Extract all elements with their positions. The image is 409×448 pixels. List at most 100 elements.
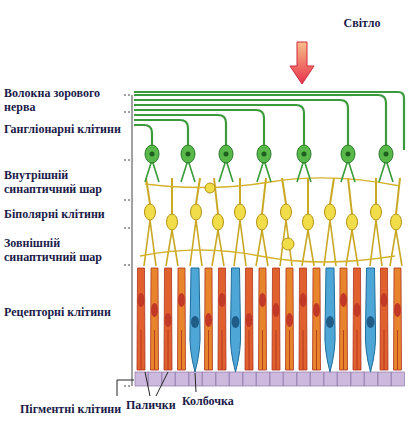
bipolar-cell: [325, 204, 336, 220]
ganglion-nucleus: [224, 152, 229, 157]
layer-tick: [124, 160, 132, 161]
rod-nucleus: [354, 303, 361, 317]
pigment-cell: [365, 372, 378, 386]
rod-cell: [394, 268, 402, 370]
rod-cell: [259, 268, 267, 370]
leader-line: [195, 373, 196, 392]
bipolar-cell: [191, 204, 202, 220]
rod-cell: [205, 268, 213, 370]
bipolar-axon: [348, 178, 352, 214]
rod-cell: [340, 268, 348, 370]
cone-cell: [365, 268, 375, 372]
pigment-cell: [338, 372, 351, 386]
pigment-cell: [270, 372, 283, 386]
rod-cell: [313, 268, 321, 370]
cone-cell: [325, 268, 335, 372]
rod-segment: [343, 330, 344, 370]
optic-fiber: [134, 115, 226, 146]
rod-segment: [208, 330, 209, 370]
pigment-cell: [230, 372, 243, 386]
layer-label: Внутрішній синаптичний шар: [4, 168, 122, 196]
bipolar-axon: [146, 178, 150, 204]
pigment-cell: [324, 372, 337, 386]
rod-nucleus: [151, 303, 158, 317]
rod-cell: [137, 268, 145, 370]
rod-segment: [222, 330, 223, 370]
rod-nucleus: [340, 293, 347, 307]
rod-segment: [397, 330, 398, 370]
rod-nucleus: [381, 293, 388, 307]
rod-cell: [218, 268, 226, 370]
part-label: Колбочка: [182, 394, 252, 408]
optic-fiber: [134, 92, 404, 150]
rod-segment: [154, 330, 155, 370]
rod-nucleus: [259, 293, 266, 307]
bipolar-cell: [235, 204, 246, 220]
bipolar-cell: [347, 214, 358, 230]
rod-segment: [262, 330, 263, 370]
rod-segment: [141, 330, 142, 370]
optic-fiber: [134, 95, 386, 146]
rod-segment: [289, 330, 290, 370]
layer-tick: [124, 386, 132, 387]
bipolar-cell: [371, 204, 382, 220]
ganglion-cell: [257, 145, 271, 163]
bipolar-cell: [281, 204, 292, 220]
rod-segment: [168, 330, 169, 370]
bipolar-axon: [171, 178, 173, 214]
rod-segment: [276, 330, 277, 370]
rod-cell: [164, 268, 172, 370]
pigment-cell: [284, 372, 297, 386]
cone-cell: [190, 268, 200, 372]
light-arrow: [290, 42, 314, 84]
bipolar-dendrite: [234, 220, 246, 266]
ganglion-cell: [379, 145, 393, 163]
optic-fiber: [134, 105, 304, 146]
ganglion-cell: [297, 145, 311, 163]
bipolar-dendrite: [144, 220, 156, 266]
rod-cell: [245, 268, 253, 370]
pigment-cell: [216, 372, 229, 386]
bipolar-axon: [330, 178, 334, 204]
ganglion-nucleus: [186, 152, 191, 157]
bipolar-cell: [145, 204, 156, 220]
layer-label: Рецепторні клітини: [4, 305, 122, 319]
bipolar-dendrite: [324, 220, 336, 266]
rod-nucleus: [178, 293, 185, 307]
rod-nucleus: [313, 303, 320, 317]
rod-nucleus: [205, 313, 212, 327]
rod-cell: [353, 268, 361, 370]
rod-nucleus: [165, 313, 172, 327]
pigment-cell: [257, 372, 270, 386]
pigment-cell: [203, 372, 216, 386]
ganglion-cell: [341, 145, 355, 163]
rod-cell: [151, 268, 159, 370]
cone-nucleus: [232, 316, 240, 328]
cone-nucleus: [326, 316, 334, 328]
rod-nucleus: [219, 293, 226, 307]
pigment-cell: [149, 372, 162, 386]
rod-cell: [286, 268, 294, 370]
ganglion-cell: [219, 145, 233, 163]
optic-fiber: [134, 100, 348, 146]
ganglion-nucleus: [346, 152, 351, 157]
rod-nucleus: [286, 313, 293, 327]
bipolar-cell: [167, 214, 178, 230]
optic-fiber: [134, 110, 264, 146]
bipolar-cell: [391, 214, 402, 230]
layer-label: Гангліонарні клітини: [4, 122, 122, 136]
rod-segment: [384, 330, 385, 370]
part-label: Палички: [126, 398, 186, 412]
bipolar-axon: [396, 178, 400, 214]
layer-tick: [124, 95, 132, 96]
rod-segment: [303, 330, 304, 370]
optic-fiber: [134, 125, 152, 146]
bipolar-cell: [257, 214, 268, 230]
rod-segment: [181, 330, 182, 370]
rod-nucleus: [300, 293, 307, 307]
ganglion-nucleus: [302, 152, 307, 157]
horizontal-cell-body: [282, 238, 294, 250]
cone-nucleus: [191, 316, 199, 328]
bipolar-axon: [282, 178, 286, 204]
